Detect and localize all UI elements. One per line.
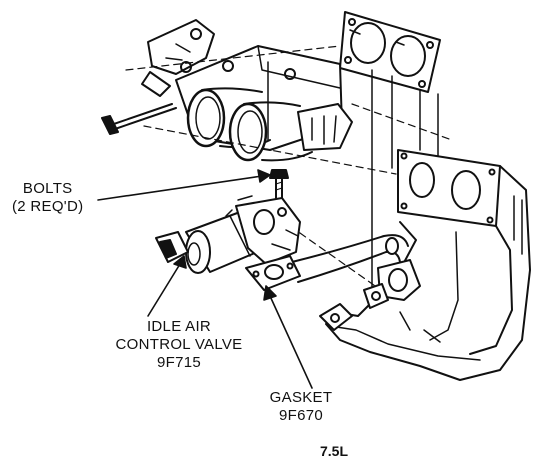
bolts-leader (97, 175, 263, 201)
iac-callout: IDLE AIR CONTROL VALVE 9F715 (92, 318, 266, 372)
air-hose (291, 234, 409, 283)
gasket-arrowhead (263, 285, 277, 301)
gasket-leader (269, 295, 313, 389)
iac-label-line2: CONTROL VALVE (115, 336, 243, 353)
bolts-label: BOLTS (22, 180, 73, 197)
gasket-callout: GASKET 9F670 (266, 389, 336, 425)
engine-size-label: 7.5L (320, 443, 349, 459)
gasket (245, 255, 301, 291)
iac-part-number: 9F715 (156, 354, 202, 371)
intake-manifold (319, 69, 531, 381)
bolts-callout: BOLTS (2 REQ'D) (12, 180, 83, 216)
throttle-body (141, 19, 353, 162)
bolts-quantity-label: (2 REQ'D) (12, 198, 84, 215)
idle-air-control-valve (155, 195, 301, 274)
gasket-part-number: 9F670 (278, 407, 324, 424)
throttle-bolt (101, 103, 177, 135)
gasket-label: GASKET (269, 389, 333, 406)
iac-label-line1: IDLE AIR (146, 318, 212, 335)
leader-lines (97, 169, 313, 389)
iac-arrowhead (173, 255, 187, 269)
upper-flange (339, 11, 441, 93)
iac-bolt (269, 169, 289, 199)
bolts-arrowhead (257, 169, 271, 183)
iac-leader (147, 263, 181, 317)
